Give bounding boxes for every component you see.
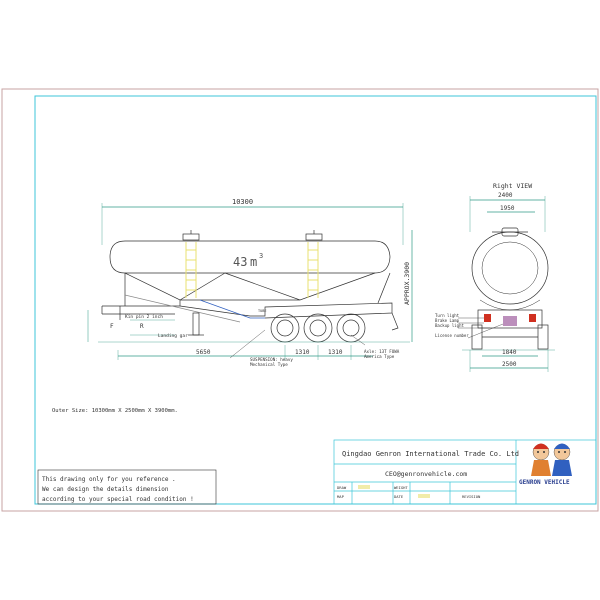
axle-type: America Type — [364, 354, 395, 359]
dim-front-label: 5650 — [196, 349, 211, 356]
revision-label: REVISION — [462, 494, 481, 499]
callout-brake-lamp: Brake Lamp — [435, 318, 460, 323]
capacity-unit: m — [250, 255, 257, 269]
dim-axle-1-label: 1310 — [295, 349, 310, 356]
date-label: DATE — [394, 494, 404, 499]
right-view — [458, 196, 555, 372]
company-name: Qingdao Genron International Trade Co. L… — [342, 450, 519, 458]
tube-label: TUBE — [258, 309, 266, 313]
landing-gear — [192, 312, 200, 336]
inner-frame — [34, 95, 597, 505]
front-label: F — [110, 323, 114, 330]
dim-axle-2-label: 1310 — [328, 349, 343, 356]
note-line-3: according to your special road condition… — [42, 496, 194, 503]
wheels — [270, 313, 366, 343]
outer-size-note: Outer Size: 10300mm X 2500mm X 3900mm. — [52, 408, 178, 414]
landing-gear-label: Landing gar — [158, 333, 188, 339]
side-view — [87, 203, 413, 360]
height-label: APPROX.3900 — [403, 262, 411, 305]
note-box — [37, 469, 217, 505]
tank-end — [471, 231, 549, 305]
ladder-front — [185, 242, 197, 298]
discharge-pipe — [199, 299, 265, 319]
genron-logo — [531, 443, 572, 476]
kingpin-note: Kin pin 2 inch — [125, 314, 163, 320]
map-label: MAP — [337, 494, 345, 499]
weight-label: WEIGHT — [394, 485, 408, 490]
axle-label: Axle: 13T FUWA — [364, 349, 400, 354]
wheel-left — [471, 324, 483, 350]
radius-label: R — [140, 323, 144, 330]
capacity-value: 43 — [233, 255, 247, 269]
overall-length-label: 10300 — [232, 198, 253, 206]
manhole-front — [182, 233, 200, 241]
title-block — [333, 439, 597, 505]
callout-turn-light: Turn light — [435, 313, 460, 318]
manhole-rear — [305, 233, 323, 241]
ladder-rear — [307, 242, 319, 298]
hopper-cones — [124, 272, 376, 301]
width-axle-label: 1840 — [502, 349, 517, 356]
right-view-title: Right VIEW — [493, 182, 532, 190]
note-line-2: We can design the details dimension — [42, 486, 169, 493]
suspension-type: Mechanical Type — [250, 362, 288, 367]
capacity-exponent: 3 — [259, 252, 263, 260]
callout-license-number: License number — [435, 333, 469, 338]
logo-text: GENRON VEHICLE — [519, 479, 570, 486]
width-tank-label: 1950 — [500, 205, 515, 212]
suspension-label: SUSPENSION: heavy — [250, 357, 293, 362]
outer-frame — [1, 88, 599, 512]
chassis-frame — [102, 302, 393, 319]
width-overall-label: 2500 — [502, 361, 517, 368]
note-line-1: This drawing only for you reference . — [42, 476, 176, 483]
width-top-label: 2400 — [498, 192, 513, 199]
company-email: CEO@genronvehicle.com — [385, 470, 467, 478]
wheel-right — [537, 324, 549, 350]
draw-label: DRAW — [337, 485, 347, 490]
callout-backup-light: Backup light — [435, 323, 464, 328]
